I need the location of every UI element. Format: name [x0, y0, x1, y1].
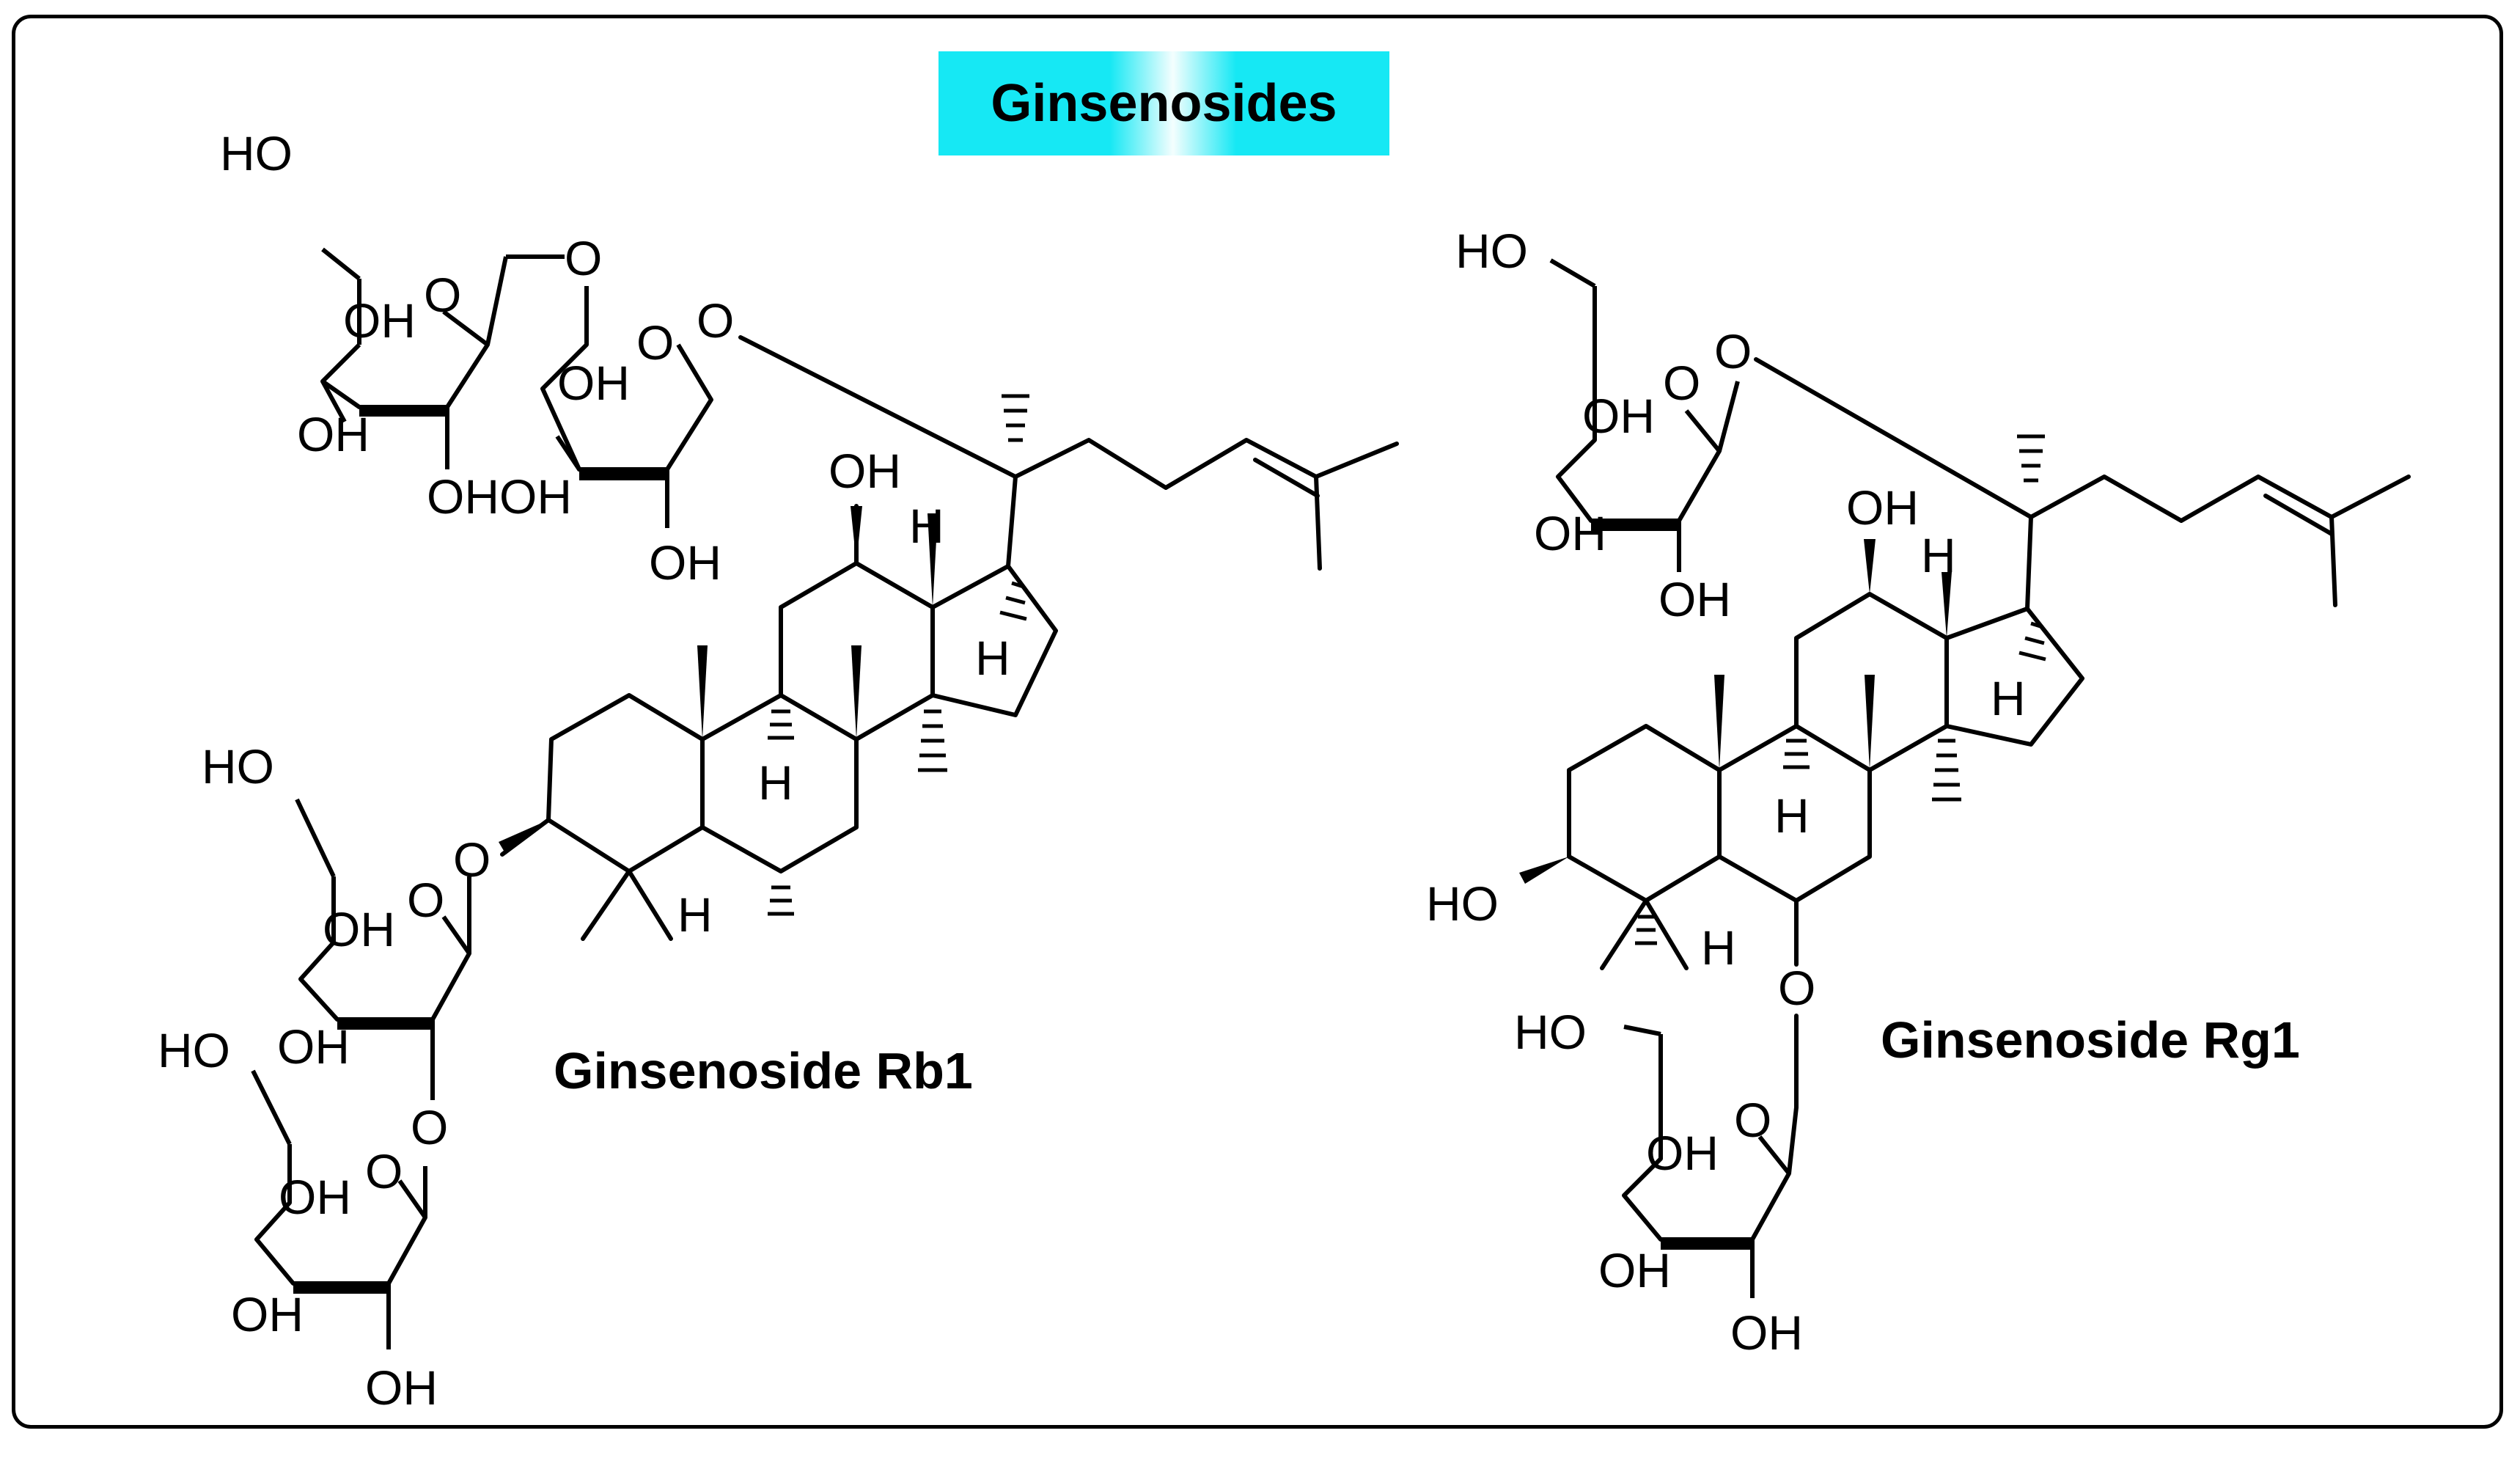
rb1-ho-label: HO [202, 739, 274, 794]
rg1-h-label: H [1921, 528, 1956, 582]
rb1-glycoside-link [738, 335, 1018, 479]
rg1-methyl [1644, 898, 1689, 970]
structure-rb1 [500, 335, 1399, 941]
rg1-h-label: H [1991, 671, 2026, 725]
compound-name-rg1: Ginsenoside Rg1 [1881, 1011, 2300, 1069]
rb1-h-label: H [677, 887, 713, 942]
rg1-o-label: O [1663, 356, 1700, 410]
rb1-hashes [768, 394, 1029, 916]
rb1-oh-label: OH [297, 407, 370, 461]
rg1-hashes [1635, 434, 2046, 945]
rb1-o-label: O [636, 315, 674, 370]
rg1-ring-d [1944, 607, 2084, 747]
rg1-oh-label: OH [1646, 1126, 1719, 1180]
rg1-o-label: O [1778, 961, 1815, 1015]
rb1-oh-label: OH [557, 356, 630, 410]
rb1-h-label: H [975, 631, 1010, 685]
rb1-oh-label: OH [649, 535, 721, 590]
rb1-oh-label: OH [279, 1170, 351, 1224]
rg1-wedges [1519, 539, 1952, 884]
rg1-o-label: O [1714, 324, 1752, 378]
rb1-methyl [581, 869, 631, 941]
rg1-h-label: H [1701, 920, 1736, 975]
rb1-oh-label: OH [231, 1287, 304, 1341]
rg1-methyl [1600, 898, 1648, 970]
rb1-ring-b [700, 693, 859, 873]
figure-border [12, 15, 2503, 1429]
title-banner: Ginsenosides [938, 51, 1389, 155]
rb1-h-label: H [909, 499, 944, 553]
rg1-ho-label: HO [1514, 1005, 1587, 1059]
rg1-ho-label: HO [1455, 224, 1528, 278]
rg1-double-bond [2263, 494, 2334, 536]
rb1-ho-label: HO [220, 126, 293, 180]
rb1-ring-d [930, 564, 1058, 717]
rg1-sugar-top-wedge [1591, 521, 1680, 531]
rb1-side-chain [1006, 438, 1399, 568]
rb1-sugar-lower-2-wedge [293, 1283, 390, 1294]
rg1-ring-a [1567, 724, 1722, 903]
rb1-double-bond [1253, 458, 1320, 498]
rb1-o-label: O [424, 268, 461, 322]
rg1-h-label: H [1774, 788, 1810, 843]
rb1-o-label: O [407, 873, 444, 927]
rg1-ring-c [1794, 592, 1949, 772]
rb1-oh-label: OH [365, 1360, 438, 1415]
rb1-o-label: O [453, 832, 491, 887]
rb1-oh-label: OH [277, 1019, 350, 1074]
rg1-side-chain [2025, 475, 2411, 611]
rb1-methyl [1314, 475, 1322, 571]
rb1-sugar-lower-1-wedge [337, 1019, 434, 1030]
rb1-o-label: O [697, 293, 734, 348]
rg1-ho-label: HO [1426, 876, 1499, 931]
rg1-oh-label: OH [1598, 1243, 1671, 1297]
structure-rg1 [1567, 357, 2411, 1110]
rb1-ho-label: HO [158, 1023, 230, 1077]
rg1-ring-b [1717, 724, 1872, 903]
rg1-oh-label: OH [1846, 480, 1919, 535]
rb1-ring-a [546, 693, 705, 873]
rg1-methyl [2329, 515, 2337, 607]
rb1-methyl [627, 869, 673, 941]
rg1-sugar-bottom-wedge [1661, 1239, 1754, 1250]
rb1-sugar-top-inner-wedge [579, 469, 669, 480]
rb1-oh-label: OH [829, 444, 901, 498]
rg1-oh-label: OH [1582, 389, 1655, 443]
rg1-oh-label: OH [1658, 572, 1731, 626]
rb1-oh-label: OH [323, 902, 395, 956]
figure-title: Ginsenosides [991, 74, 1337, 133]
rb1-h-label: H [758, 755, 793, 810]
compound-name-rb1: Ginsenoside Rb1 [554, 1042, 973, 1099]
rg1-oh-label: OH [1534, 506, 1606, 560]
rg1-glycoside-link [1754, 357, 2033, 519]
rg1-oh-label: OH [1730, 1305, 1803, 1360]
rb1-ring-c [779, 561, 935, 741]
rb1-ohoh-label: OHOH [427, 469, 572, 524]
rb1-oh-label: OH [343, 293, 416, 348]
rg1-o-label: O [1734, 1093, 1771, 1147]
rb1-wedges [499, 506, 938, 854]
rb1-o-label: O [365, 1144, 403, 1198]
rb1-o-label: O [411, 1100, 448, 1154]
rb1-o-label: O [565, 231, 602, 285]
rb1-sugar-top-outer-wedge [359, 407, 449, 417]
